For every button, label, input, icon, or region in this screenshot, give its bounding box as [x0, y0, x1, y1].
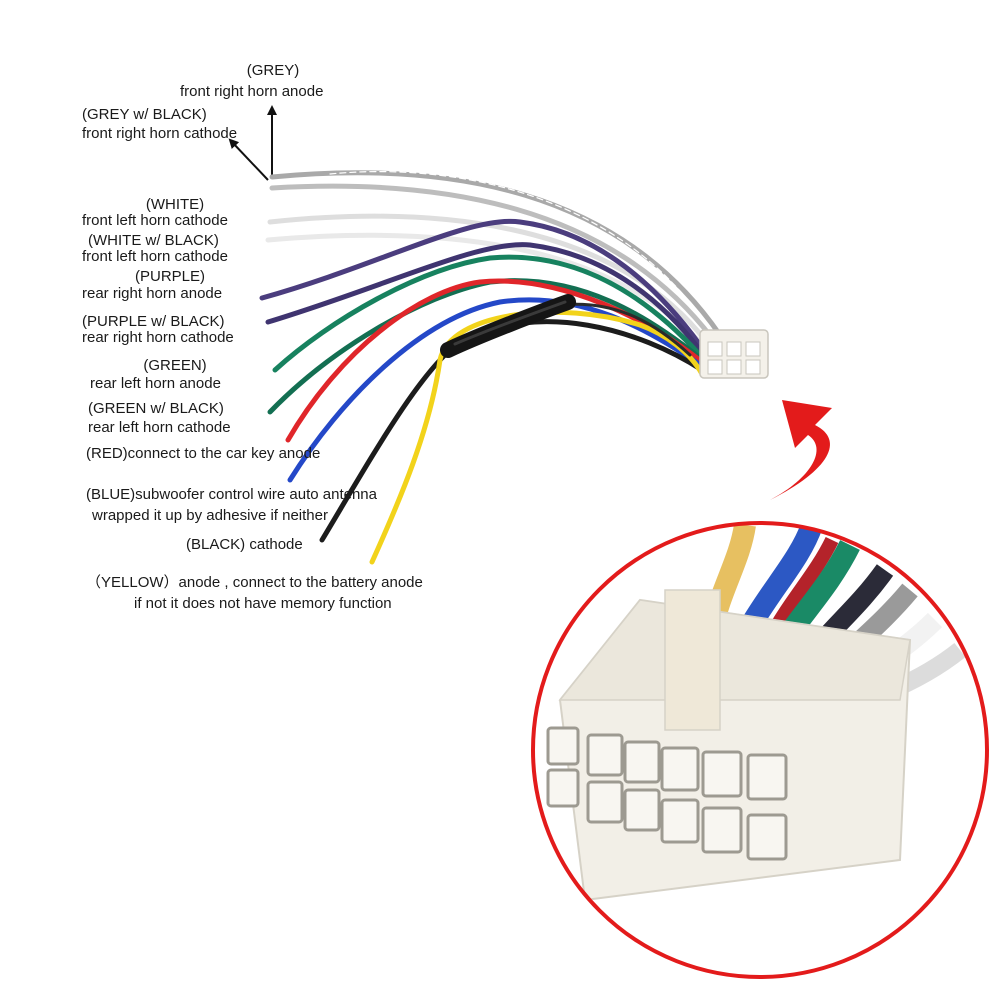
label-blue-line1: (BLUE)subwoofer control wire auto antenn…	[86, 486, 377, 503]
label-grey-black-desc: front right horn cathode	[82, 125, 238, 142]
harness-connector	[699, 329, 769, 379]
label-red: (RED)connect to the car key anode	[86, 445, 321, 462]
label-purple-black-desc: rear right horn cathode	[82, 329, 234, 346]
label-white-black-desc: front left horn cathode	[82, 248, 228, 265]
label-purple-black-color: (PURPLE w/ BLACK)	[82, 313, 225, 330]
label-black: (BLACK) cathode	[186, 536, 303, 553]
label-grey-black-color: (GREY w/ BLACK)	[82, 106, 207, 123]
label-green-color: (GREEN)	[143, 357, 207, 374]
red-callout-arrow	[770, 400, 832, 500]
label-white-color: (WHITE)	[145, 196, 205, 213]
wire-red	[285, 278, 705, 443]
inline-fuse-holder	[440, 294, 576, 358]
wire-black	[319, 319, 705, 543]
label-green-black-desc: rear left horn cathode	[88, 419, 231, 436]
connector-zoom-callout	[531, 521, 989, 979]
wire-purple-black	[265, 242, 703, 353]
label-blue-line2: wrapped it up by adhesive if neither	[92, 507, 328, 524]
wire-purple	[259, 218, 703, 348]
wires	[259, 170, 723, 565]
wire-blue	[287, 297, 705, 483]
wire-yellow-black-segment	[558, 302, 692, 357]
wire-green	[272, 254, 703, 373]
wire-yellow	[369, 309, 705, 565]
label-pointers	[228, 105, 277, 181]
label-white-black-color: (WHITE w/ BLACK)	[88, 232, 219, 249]
label-yellow-line1: （YELLOW）anode , connect to the battery a…	[86, 574, 423, 591]
label-white-desc: front left horn cathode	[82, 212, 228, 229]
label-yellow-line2: if not it does not have memory function	[134, 595, 392, 612]
label-green-black-color: (GREEN w/ BLACK)	[88, 400, 224, 417]
label-green-desc: rear left horn anode	[90, 375, 221, 392]
wire-grey-stripe	[329, 171, 711, 331]
wire-grey-black	[269, 183, 715, 341]
label-purple-desc: rear right horn anode	[82, 285, 223, 302]
label-grey-desc: front right horn anode	[180, 83, 324, 100]
label-grey-color: (GREY)	[246, 62, 300, 79]
label-purple-color: (PURPLE)	[134, 268, 205, 285]
grey-black-pointer-arrow	[228, 138, 269, 181]
